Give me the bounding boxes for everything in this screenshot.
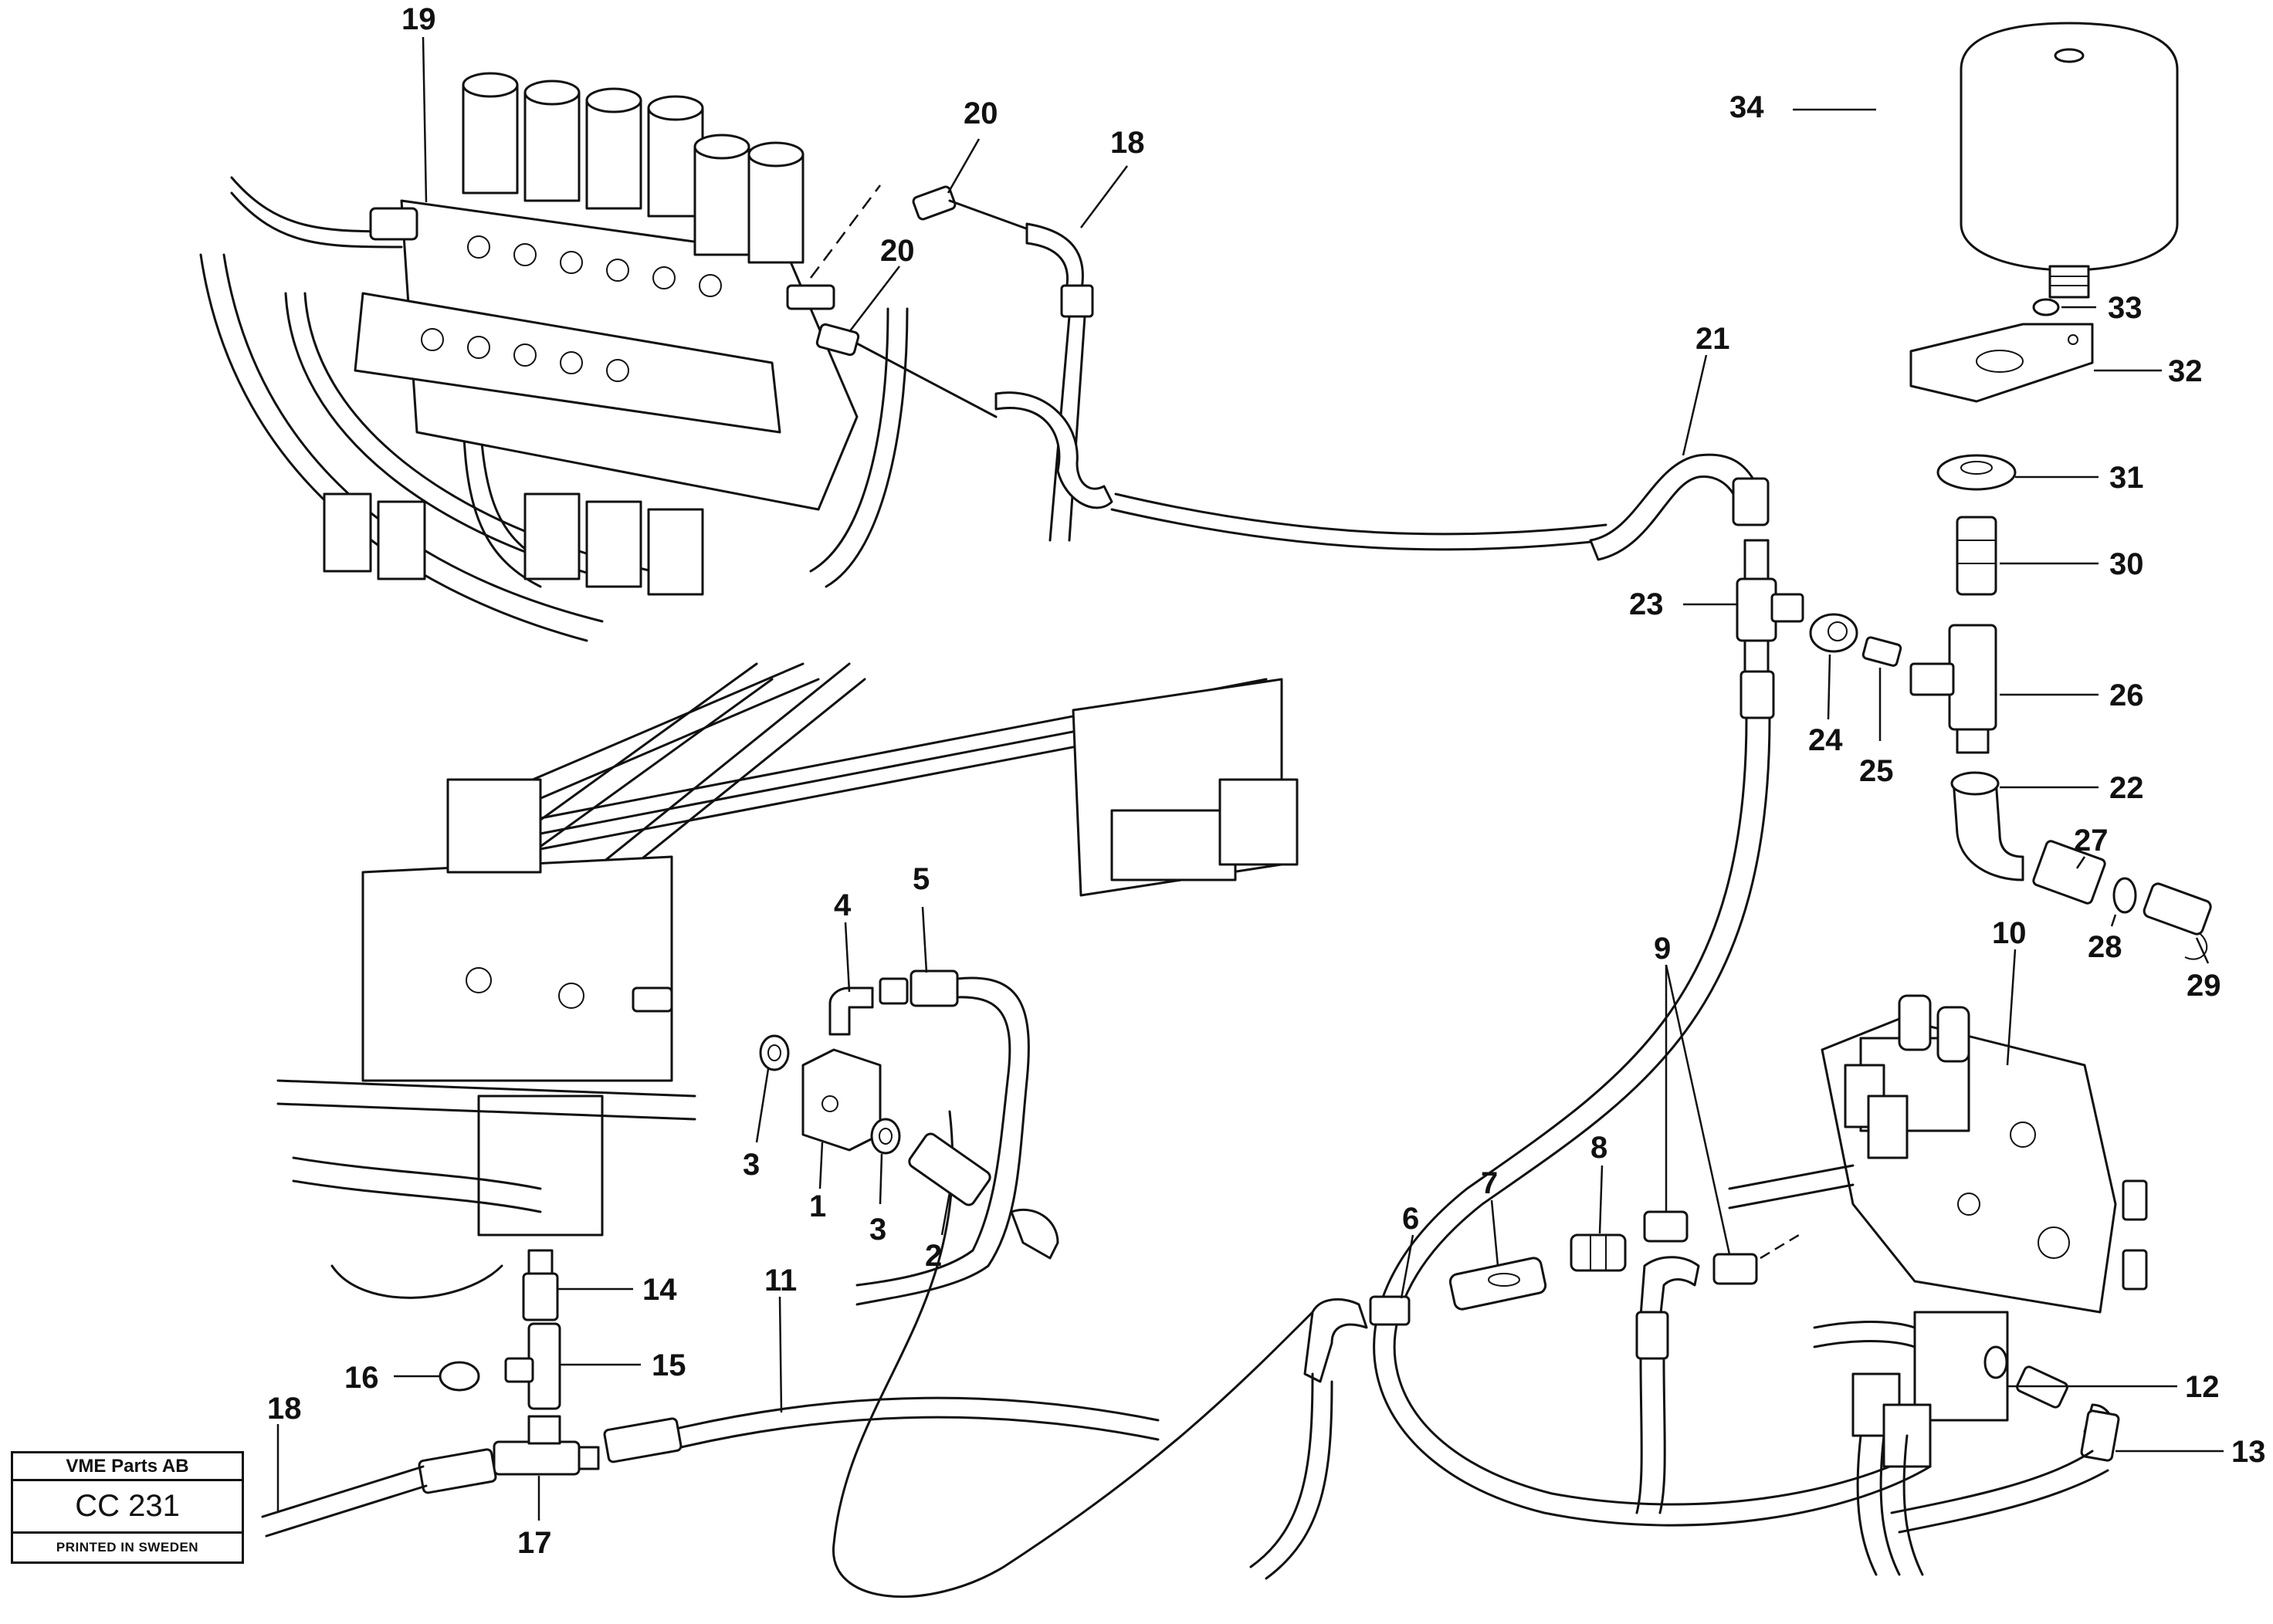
hose-21 [1589, 453, 1770, 561]
sensor-2 [908, 1132, 1059, 1260]
hose-18-lower [261, 1448, 497, 1538]
leader-lines [276, 36, 2224, 1521]
callout-6: 6 [1402, 1202, 1419, 1236]
block-1 [801, 1048, 882, 1152]
coupling-27 [2032, 840, 2106, 905]
stamp-company: VME Parts AB [13, 1453, 242, 1481]
callout-17: 17 [517, 1526, 552, 1560]
hose-11 [603, 1396, 1160, 1463]
stamp-printed: PRINTED IN SWEDEN [56, 1540, 199, 1555]
callout-31: 31 [2109, 461, 2144, 495]
title-stamp: VME Parts AB CC 231 PRINTED IN SWEDEN [11, 1451, 244, 1564]
callout-20-lower: 20 [880, 234, 915, 268]
adapter-8 [1570, 1233, 1627, 1272]
tee-26 [1909, 624, 1997, 754]
hose-from-tee-23 [1373, 670, 1932, 1527]
adapter-14 [522, 1249, 559, 1321]
callout-3-left: 3 [743, 1148, 760, 1182]
elbow-22 [1950, 771, 2024, 881]
fitting-20-upper [912, 185, 1036, 233]
tee-15 [504, 1322, 561, 1410]
callout-10: 10 [1992, 916, 2027, 950]
nipple-9-upper [1643, 1210, 1689, 1243]
elbow-4 [828, 986, 874, 1036]
nipple-6 [1369, 1295, 1411, 1326]
hose-elbow-left [1249, 1298, 1368, 1580]
callout-14: 14 [642, 1273, 677, 1307]
callout-1: 1 [809, 1189, 826, 1223]
callout-34: 34 [1729, 90, 1764, 124]
washer-28 [2112, 877, 2137, 914]
hose-13 [1890, 1403, 2120, 1534]
callout-5: 5 [913, 862, 930, 896]
callout-23: 23 [1629, 587, 1664, 621]
accumulator-34 [1960, 22, 2179, 299]
callout-4: 4 [834, 888, 852, 922]
callout-25: 25 [1859, 754, 1894, 788]
nipple-9-lower [1712, 1233, 1800, 1285]
callout-12: 12 [2185, 1370, 2220, 1404]
callout-8: 8 [1590, 1131, 1607, 1165]
callout-26: 26 [2109, 678, 2144, 712]
valve-7 [1448, 1257, 1547, 1311]
callout-32: 32 [2168, 354, 2203, 388]
callout-27: 27 [2074, 824, 2109, 858]
nut-31 [1936, 454, 2017, 491]
hose-18-upper [994, 222, 1607, 551]
callout-16: 16 [344, 1361, 379, 1395]
callout-28: 28 [2088, 930, 2122, 964]
plug-16 [439, 1361, 480, 1392]
callout-2: 2 [925, 1239, 942, 1273]
adapter-30 [1956, 516, 1997, 596]
callout-18-lower: 18 [267, 1392, 302, 1426]
nipple-25 [1861, 636, 1902, 667]
callout-7: 7 [1481, 1166, 1498, 1200]
callout-19: 19 [401, 2, 436, 36]
washer-33 [2032, 298, 2060, 316]
bracket-32 [1909, 323, 2094, 403]
tee-17 [493, 1415, 600, 1476]
main-control-valve-assembly [199, 72, 909, 642]
callout-21: 21 [1695, 322, 1730, 356]
tee-23 [1736, 539, 1804, 673]
callout-3-right: 3 [869, 1213, 886, 1247]
callout-33: 33 [2108, 291, 2143, 325]
washer-3-right [870, 1118, 901, 1155]
lower-left-valve-assembly [276, 662, 1299, 1299]
part-callouts: 19 20 20 18 34 33 32 31 30 21 23 24 25 2… [267, 2, 2266, 1560]
callout-18-upper: 18 [1110, 126, 1145, 160]
callout-24: 24 [1808, 723, 1843, 757]
callout-13: 13 [2231, 1435, 2266, 1469]
washer-3-left [759, 1034, 790, 1071]
callout-15: 15 [652, 1348, 686, 1382]
callout-9: 9 [1654, 932, 1671, 966]
valve-assembly-10 [1728, 994, 2148, 1576]
callout-29: 29 [2187, 969, 2221, 1003]
callout-22: 22 [2109, 771, 2144, 805]
hose-5 [832, 969, 1314, 1599]
nut-24 [1809, 613, 1858, 653]
callout-30: 30 [2109, 547, 2144, 581]
callout-20-upper: 20 [964, 96, 998, 130]
fitting-20-lower [815, 323, 998, 418]
callout-11: 11 [764, 1264, 797, 1298]
stamp-code: CC 231 [13, 1481, 242, 1534]
hose-from-9 [1635, 1256, 1700, 1514]
